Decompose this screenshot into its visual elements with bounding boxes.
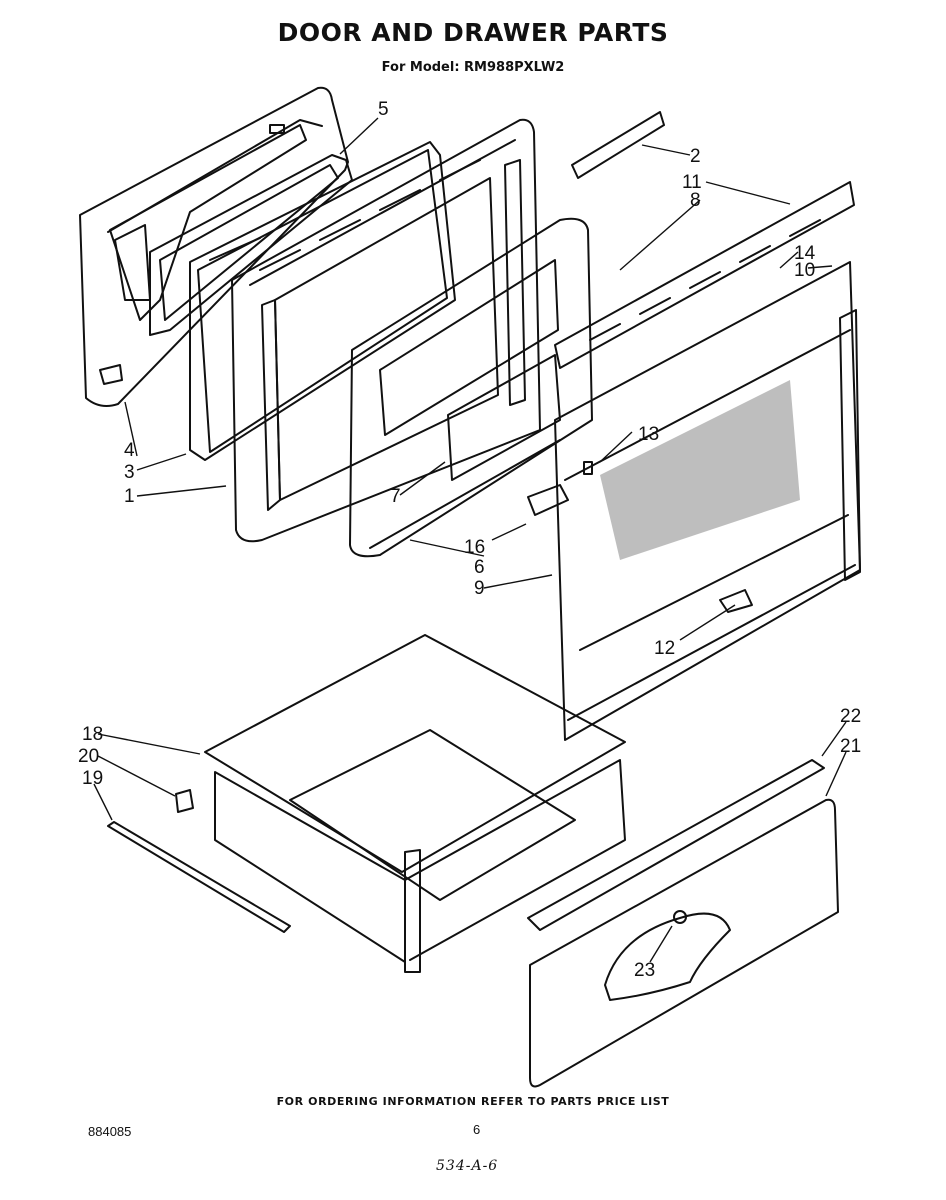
callout-3: 3 (124, 462, 135, 483)
callout-22: 22 (840, 706, 861, 727)
drawer-trim (527, 759, 825, 931)
callout-7: 7 (390, 486, 401, 507)
drawer-clip (175, 789, 194, 813)
callout-9: 9 (474, 578, 485, 599)
callout-6: 6 (474, 557, 485, 578)
drawer-front-panel (529, 798, 839, 1088)
door-window-panel (349, 217, 593, 558)
door-outer-panel (79, 86, 349, 407)
drawer-body (204, 634, 626, 973)
door-glass (447, 354, 561, 481)
top-trim-strip (571, 111, 665, 179)
callout-21: 21 (840, 736, 861, 757)
callout-5: 5 (378, 99, 389, 120)
callout-16: 16 (464, 537, 485, 558)
callout-1: 1 (124, 486, 135, 507)
door-liner (109, 124, 307, 321)
page-number: 6 (473, 1122, 481, 1137)
callout-11: 11 (682, 172, 702, 193)
door-top-vent-trim (554, 181, 855, 369)
model-subtitle: For Model: RM988PXLW2 (381, 60, 565, 75)
drawer-glide (107, 821, 291, 933)
handwritten-reference: 534-A-6 (436, 1158, 499, 1174)
door-hinge (527, 461, 593, 516)
door-outer-glass-panel (554, 261, 861, 741)
callout-20: 20 (78, 746, 99, 767)
callout-12: 12 (654, 638, 675, 659)
callout-19: 19 (82, 768, 103, 789)
page-title: DOOR AND DRAWER PARTS (277, 18, 669, 47)
callout-14: 14 (794, 243, 816, 264)
callout-8: 8 (690, 190, 701, 211)
callout-2: 2 (690, 146, 701, 167)
door-gasket (189, 141, 456, 461)
callout-18: 18 (82, 724, 103, 745)
callout-13: 13 (638, 424, 659, 445)
callout-23: 23 (634, 960, 655, 981)
callout-4: 4 (124, 440, 135, 461)
callout-10: 10 (794, 260, 815, 281)
document-number: 884085 (88, 1124, 132, 1139)
ordering-info-note: FOR ORDERING INFORMATION REFER TO PARTS … (276, 1095, 670, 1108)
